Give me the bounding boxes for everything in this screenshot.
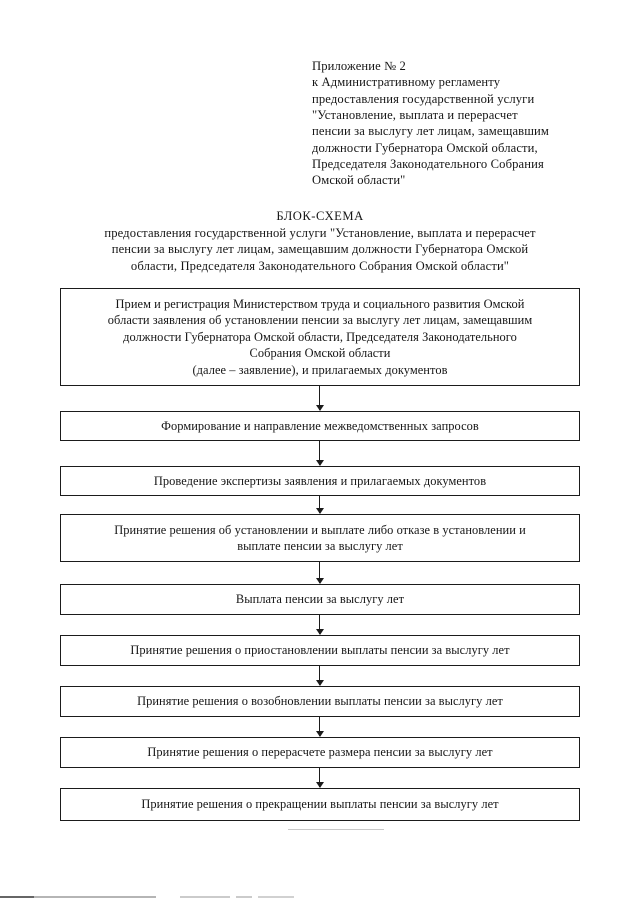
node-text: Проведение экспертизы заявления и прилаг…: [71, 473, 569, 489]
annex-line: Омской области": [312, 173, 406, 188]
title-subtitle-line: области, Председателя Законодательного С…: [130, 258, 510, 273]
flowchart-node-8: Принятие решения о перерасчете размера п…: [60, 737, 580, 768]
scan-artifact-line: [180, 896, 230, 898]
page-title: БЛОК-СХЕМА предоставления государственно…: [58, 208, 582, 274]
scan-artifact-line: [288, 829, 384, 830]
node-text-line: области заявления об установлении пенсии…: [107, 313, 533, 328]
annex-line: к Административному регламенту: [312, 75, 501, 90]
node-text-line: Прием и регистрация Министерством труда …: [115, 296, 525, 311]
node-text: Принятие решения о перерасчете размера п…: [71, 744, 569, 760]
node-text-line: выплате пенсии за выслугу лет: [237, 539, 403, 553]
flowchart-node-4: Принятие решения об установлении и выпла…: [60, 514, 580, 562]
flow-arrow-3: [314, 496, 325, 514]
flowchart-node-5: Выплата пенсии за выслугу лет: [60, 584, 580, 615]
node-text: Принятие решения о прекращении выплаты п…: [71, 796, 569, 812]
flowchart-node-9: Принятие решения о прекращении выплаты п…: [60, 788, 580, 821]
flow-arrow-7: [314, 717, 325, 737]
node-text-line: Принятие решения о перерасчете размера п…: [147, 745, 493, 760]
node-text-line: Принятие решения о возобновлении выплаты…: [137, 694, 503, 709]
node-text-line: Выплата пенсии за выслугу лет: [235, 592, 405, 607]
flowchart-node-2: Формирование и направление межведомствен…: [60, 411, 580, 441]
annex-line: Председателя Законодательного Собрания: [312, 157, 544, 172]
node-text: Принятие решения о возобновлении выплаты…: [71, 693, 569, 709]
flowchart-node-3: Проведение экспертизы заявления и прилаг…: [60, 466, 580, 496]
flowchart-node-6: Принятие решения о приостановлении выпла…: [60, 635, 580, 666]
node-text-line: Собрания Омской области: [249, 346, 391, 361]
scan-artifact-line: [34, 896, 156, 898]
scan-artifact-line: [258, 896, 294, 898]
annex-line: предоставления государственной услуги: [312, 91, 535, 106]
annex-reference-block: Приложение № 2 к Административному регла…: [312, 58, 602, 189]
title-heading: БЛОК-СХЕМА: [276, 209, 364, 223]
flow-arrow-6: [314, 666, 325, 686]
title-subtitle-line: пенсии за выслугу лет лицам, замещавшим …: [111, 242, 529, 256]
title-subtitle-line: предоставления государственной услуги "У…: [104, 225, 536, 240]
flowchart-node-1: Прием и регистрация Министерством труда …: [60, 288, 580, 386]
node-text-line: Формирование и направление межведомствен…: [161, 418, 479, 433]
annex-line: Приложение № 2: [312, 59, 406, 73]
flow-arrow-4: [314, 562, 325, 584]
flow-arrow-1: [314, 386, 325, 411]
node-text: Формирование и направление межведомствен…: [71, 418, 569, 434]
node-text-line: Принятие решения о приостановлении выпла…: [130, 643, 510, 658]
flowchart-node-7: Принятие решения о возобновлении выплаты…: [60, 686, 580, 717]
node-text: Принятие решения об установлении и выпла…: [71, 522, 569, 555]
flow-arrow-5: [314, 615, 325, 635]
flow-arrow-8: [314, 768, 325, 788]
annex-line: должности Губернатора Омской области,: [312, 140, 538, 155]
node-text: Прием и регистрация Министерством труда …: [71, 296, 569, 378]
node-text-line: Принятие решения об установлении и выпла…: [114, 522, 526, 537]
node-text: Выплата пенсии за выслугу лет: [71, 591, 569, 607]
flow-arrow-2: [314, 441, 325, 466]
node-text-line: должности Губернатора Омской области, Пр…: [123, 329, 517, 344]
annex-line: "Установление, выплата и перерасчет: [312, 108, 518, 123]
annex-line: пенсии за выслугу лет лицам, замещавшим: [312, 124, 550, 139]
scan-artifact-line: [0, 896, 34, 898]
scan-artifact-line: [236, 896, 252, 898]
node-text-line: Принятие решения о прекращении выплаты п…: [141, 797, 499, 812]
node-text: Принятие решения о приостановлении выпла…: [71, 642, 569, 658]
node-text-line: Проведение экспертизы заявления и прилаг…: [153, 473, 487, 488]
node-text-line: (далее – заявление), и прилагаемых докум…: [192, 362, 448, 377]
